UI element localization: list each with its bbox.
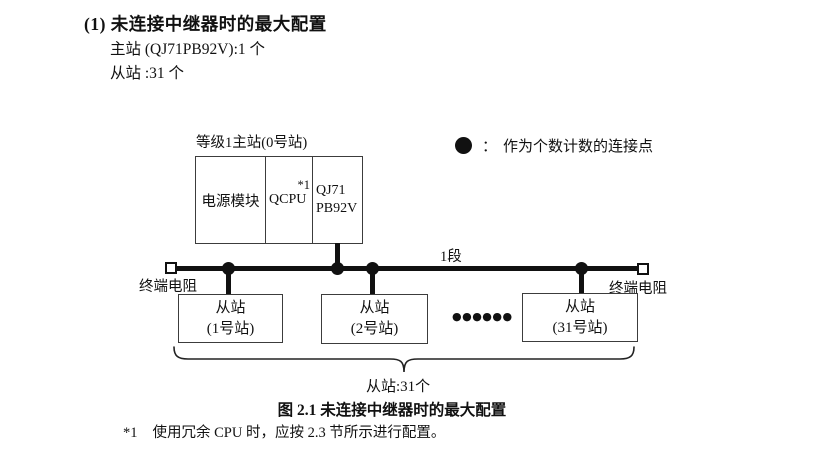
slave-count-line: 从站 :31 个 xyxy=(110,65,185,82)
legend-separator: ： xyxy=(482,139,498,155)
section-heading: (1) 未连接中继器时的最大配置 xyxy=(84,14,327,34)
ellipsis-dots: ●●●●●● xyxy=(452,310,513,323)
slave1-title: 从站 xyxy=(215,299,246,316)
qcpu-footnote-ref: *1 xyxy=(297,178,311,192)
connection-point-icon xyxy=(455,137,472,154)
master-station-box: 电源模块 *1 QCPU QJ71 PB92V xyxy=(195,156,363,244)
slave-station-31-box: 从站 (31号站) xyxy=(522,293,638,342)
master-drop-line xyxy=(335,243,340,267)
footnote-text: 使用冗余 CPU 时，应按 2.3 节所示进行配置。 xyxy=(152,425,446,441)
brace-label: 从站:31个 xyxy=(366,379,431,395)
slave31-number: (31号站) xyxy=(552,319,608,336)
slave-station-1-box: 从站 (1号站) xyxy=(178,294,283,343)
connection-point-icon xyxy=(575,262,588,275)
connection-point-icon xyxy=(222,262,235,275)
terminating-resistor-right-icon xyxy=(637,263,649,275)
figure-caption: 图 2.1 未连接中继器时的最大配置 xyxy=(277,402,507,419)
qcpu-cell: *1 QCPU xyxy=(266,157,313,243)
slave-station-2-box: 从站 (2号站) xyxy=(321,294,428,344)
footnote: *1 使用冗余 CPU 时，应按 2.3 节所示进行配置。 xyxy=(123,421,445,442)
qj71-line: QJ71 xyxy=(316,183,346,198)
slave1-number: (1号站) xyxy=(206,320,255,337)
slave1-drop-line xyxy=(226,270,231,294)
master-station-label: 等级1主站(0号站) xyxy=(196,135,308,151)
slave31-drop-line xyxy=(579,270,584,293)
terminating-resistor-left-label: 终端电阻 xyxy=(139,279,197,295)
bus-line xyxy=(176,266,638,271)
legend: ： 作为个数计数的连接点 xyxy=(455,135,653,156)
slave2-title: 从站 xyxy=(359,300,390,316)
slave31-title: 从站 xyxy=(564,298,595,315)
segment-label: 1段 xyxy=(440,249,462,265)
qj71pb92v-cell: QJ71 PB92V xyxy=(313,157,360,243)
qcpu-label: QCPU xyxy=(269,192,307,207)
footnote-marker: *1 xyxy=(123,425,138,441)
slave2-number: (2号站) xyxy=(350,321,399,337)
pb92v-line: PB92V xyxy=(316,201,358,216)
master-count-line: 主站 (QJ71PB92V):1 个 xyxy=(110,41,266,58)
connection-point-icon xyxy=(366,262,379,275)
power-module-cell: 电源模块 xyxy=(196,157,266,243)
legend-text: 作为个数计数的连接点 xyxy=(503,139,654,155)
connection-point-icon xyxy=(331,262,344,275)
slave2-drop-line xyxy=(370,270,375,294)
terminating-resistor-left-icon xyxy=(165,262,177,274)
brace-icon xyxy=(173,346,635,373)
